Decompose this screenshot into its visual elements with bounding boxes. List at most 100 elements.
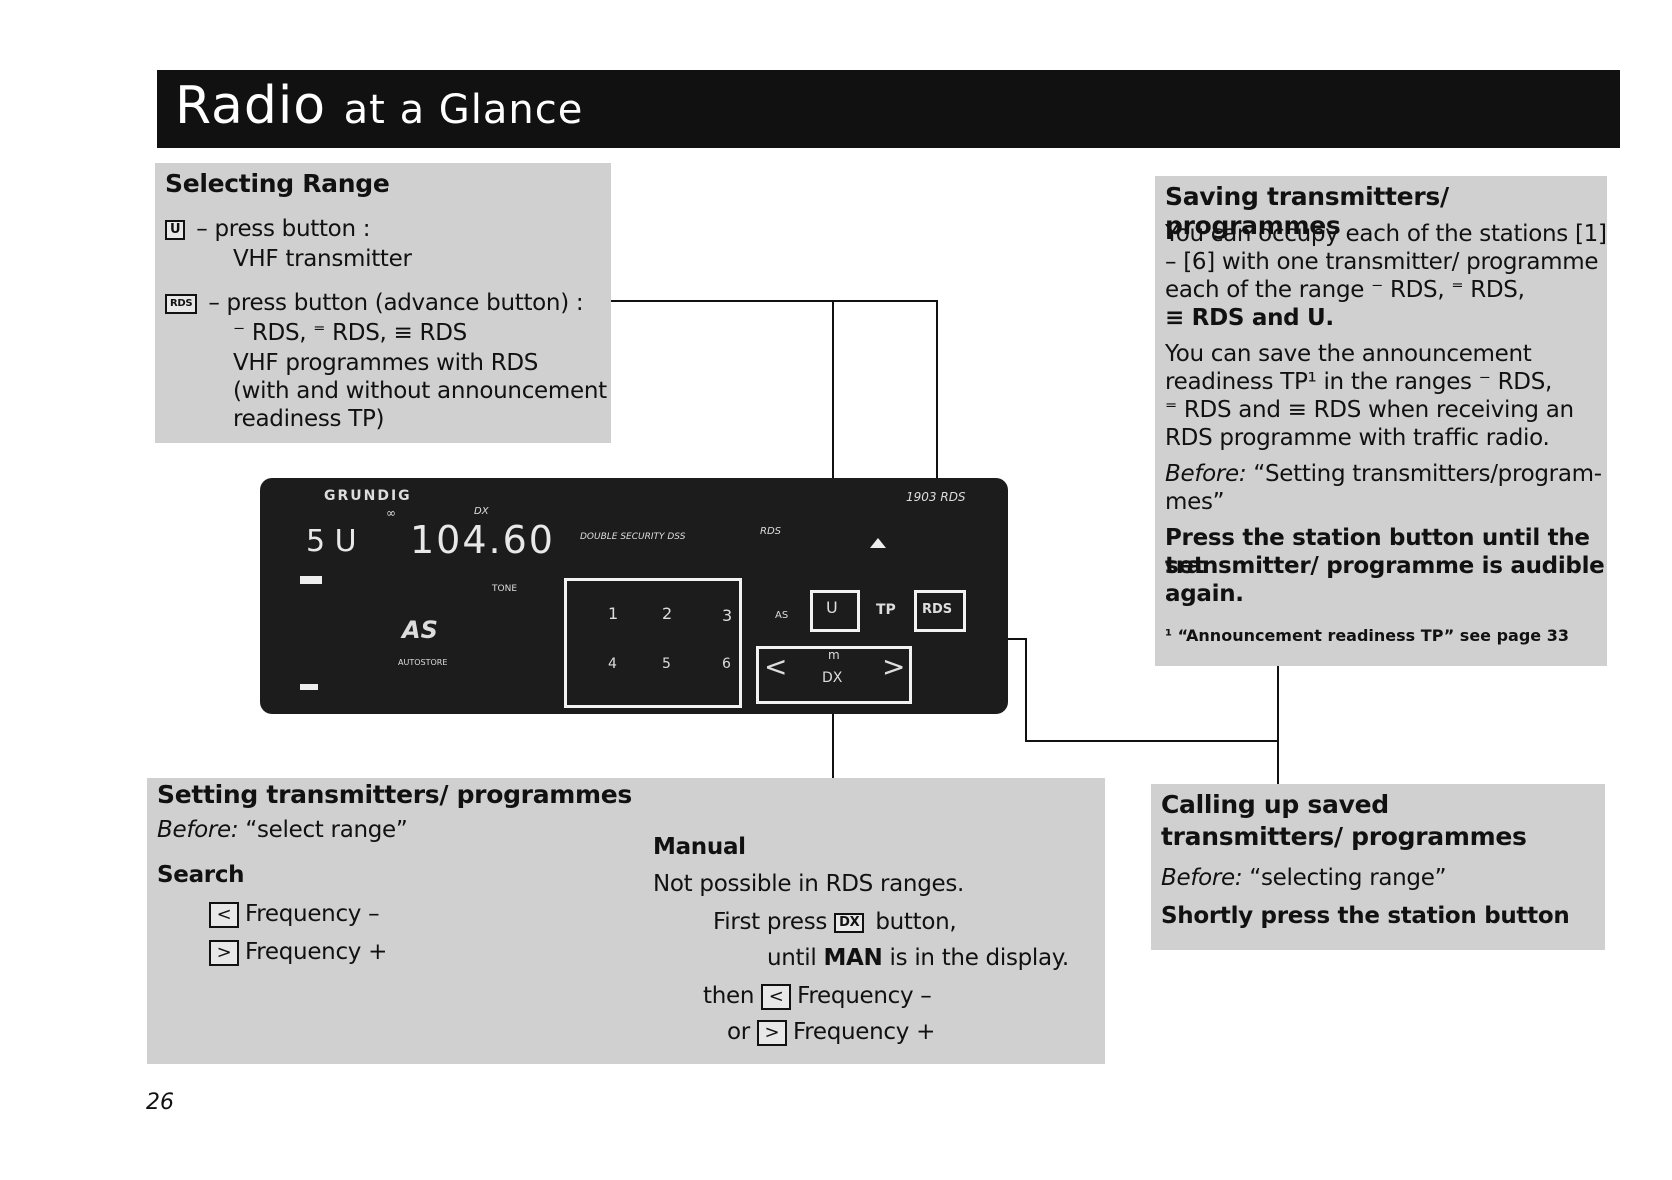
manual-freq-plus: Frequency + xyxy=(792,1019,936,1045)
u-line-2: VHF transmitter xyxy=(233,246,412,272)
power-knob[interactable] xyxy=(300,576,322,584)
manual-first: First press xyxy=(713,909,828,935)
display-station: 5 U xyxy=(306,524,357,559)
manual-heading: Manual xyxy=(653,834,746,860)
saving-line-1: You can occupy each of the stations [1] xyxy=(1165,221,1607,247)
preset-button-3[interactable]: 3 xyxy=(722,606,733,625)
cd-icon: ∞ xyxy=(386,506,396,520)
setting-heading: Setting transmitters/ programmes xyxy=(157,780,633,809)
saving-panel: Saving transmitters/ programmes You can … xyxy=(1155,176,1607,666)
rds-line-4: (with and without announcement xyxy=(233,378,607,404)
connector-line xyxy=(611,300,938,302)
brand-logo: GRUNDIG xyxy=(324,488,412,504)
preset-button-2[interactable]: 2 xyxy=(662,604,673,623)
saving-line-3: each of the range ⁻ RDS, ⁼ RDS, xyxy=(1165,277,1525,303)
rds-line-1: RDS – press button (advance button) : xyxy=(165,289,584,317)
model-label: 1903 RDS xyxy=(906,490,966,504)
manual-man: MAN xyxy=(823,945,883,971)
rds-button[interactable] xyxy=(914,590,966,632)
preset-button-6[interactable]: 6 xyxy=(722,656,731,672)
u-key-icon: U xyxy=(165,219,186,240)
title-main: Radio xyxy=(175,76,327,136)
preset-button-4[interactable]: 4 xyxy=(608,656,617,672)
rds-line-2: ⁻ RDS, ⁼ RDS, ≡ RDS xyxy=(233,320,467,346)
left-arrow-key-icon: < xyxy=(209,901,239,928)
preset-buttons-box xyxy=(564,578,742,708)
saving-footnote: ¹ “Announcement readiness TP” see page 3… xyxy=(1165,626,1569,645)
manual-freq-minus: Frequency – xyxy=(797,983,932,1009)
page-title: Radio at a Glance xyxy=(175,76,583,136)
saving-before-2: mes” xyxy=(1165,489,1225,515)
saving-line-8: RDS programme with traffic radio. xyxy=(1165,425,1550,451)
tp-button[interactable]: TP xyxy=(876,602,896,618)
title-rest: at a Glance xyxy=(343,87,584,133)
saving-line-7: ⁼ RDS and ≡ RDS when receiving an xyxy=(1165,397,1574,423)
manual-line-3: until MAN is in the display. xyxy=(767,944,1069,972)
u-text-1: – press button : xyxy=(196,216,371,242)
rds-logo-icon: RDS xyxy=(760,526,781,537)
manual-line-1: Not possible in RDS ranges. xyxy=(653,871,965,897)
display-dx: DX xyxy=(474,506,489,517)
manual-line-2: First press DX button, xyxy=(713,908,957,936)
dx-key-icon: DX xyxy=(834,912,865,933)
manual-or: or xyxy=(727,1019,750,1045)
u-line-1: U – press button : xyxy=(165,215,371,243)
saving-line-5: You can save the announcement xyxy=(1165,341,1532,367)
rds-line-3: VHF programmes with RDS xyxy=(233,350,539,376)
saving-before-label: Before: xyxy=(1165,461,1247,487)
saving-bold-2: transmitter/ programme is audible xyxy=(1165,553,1605,579)
calling-heading-2: transmitters/ programmes xyxy=(1161,822,1527,851)
u-button[interactable] xyxy=(810,590,860,632)
manual-display: is in the display. xyxy=(889,945,1070,971)
setting-before: Before: “select range” xyxy=(157,816,408,844)
rds-text-1: – press button (advance button) : xyxy=(208,290,584,316)
as-small-label: AS xyxy=(775,610,789,621)
connector-line xyxy=(1025,740,1278,742)
u-button-label: U xyxy=(826,598,838,617)
dss-label: DOUBLE SECURITY DSS xyxy=(580,532,686,542)
manual-line-5: or >Frequency + xyxy=(727,1018,935,1046)
autostore-label: AUTOSTORE xyxy=(398,658,448,667)
saving-line-2: – [6] with one transmitter/ programme xyxy=(1165,249,1599,275)
manual-button: button, xyxy=(875,909,957,935)
saving-line-4: ≡ RDS and U. xyxy=(1165,305,1334,331)
tune-right-button[interactable]: > xyxy=(882,650,906,683)
right-arrow-key-icon: > xyxy=(756,1019,787,1046)
search-freq-minus: <Frequency – xyxy=(209,900,380,928)
dx-button[interactable]: DX xyxy=(822,670,843,686)
selecting-range-heading: Selecting Range xyxy=(165,169,390,198)
saving-bold-3: again. xyxy=(1165,581,1244,607)
tuning-buttons-box xyxy=(756,646,912,704)
freq-minus-text: Frequency – xyxy=(245,901,380,927)
calling-before: Before: “selecting range” xyxy=(1161,864,1447,892)
calling-before-label: Before: xyxy=(1161,865,1243,891)
rds-key-icon: RDS xyxy=(165,293,198,314)
left-arrow-key-icon: < xyxy=(761,983,792,1010)
rds-button-label: RDS xyxy=(922,602,953,617)
connector-line xyxy=(832,706,834,778)
rds-line-5: readiness TP) xyxy=(233,406,385,432)
manual-until: until xyxy=(767,945,817,971)
right-arrow-key-icon: > xyxy=(209,939,239,966)
connector-line xyxy=(936,300,938,592)
selecting-range-panel: Selecting Range U – press button : VHF t… xyxy=(155,163,611,443)
preset-button-1[interactable]: 1 xyxy=(608,604,619,623)
calling-before-text: “selecting range” xyxy=(1242,865,1447,891)
title-bar: Radio at a Glance xyxy=(157,70,1620,148)
saving-before: Before: “Setting transmitters/program- xyxy=(1165,460,1602,488)
manual-then: then xyxy=(703,983,755,1009)
search-freq-plus: >Frequency + xyxy=(209,938,387,966)
connector-line xyxy=(1025,638,1027,740)
manual-line-4: then <Frequency – xyxy=(703,982,932,1010)
saving-before-text: “Setting transmitters/program- xyxy=(1246,461,1602,487)
eject-icon[interactable] xyxy=(870,538,886,548)
connector-line xyxy=(1277,666,1279,784)
tune-left-button[interactable]: < xyxy=(764,650,788,683)
display-frequency: 104.60 xyxy=(410,518,555,562)
search-heading: Search xyxy=(157,862,245,888)
calling-bold: Shortly press the station button xyxy=(1161,903,1570,929)
saving-line-6: readiness TP¹ in the ranges ⁻ RDS, xyxy=(1165,369,1552,395)
saving-bold-1: Press the station button until the set xyxy=(1165,525,1590,579)
volume-knob[interactable] xyxy=(300,684,318,690)
preset-button-5[interactable]: 5 xyxy=(662,656,671,672)
